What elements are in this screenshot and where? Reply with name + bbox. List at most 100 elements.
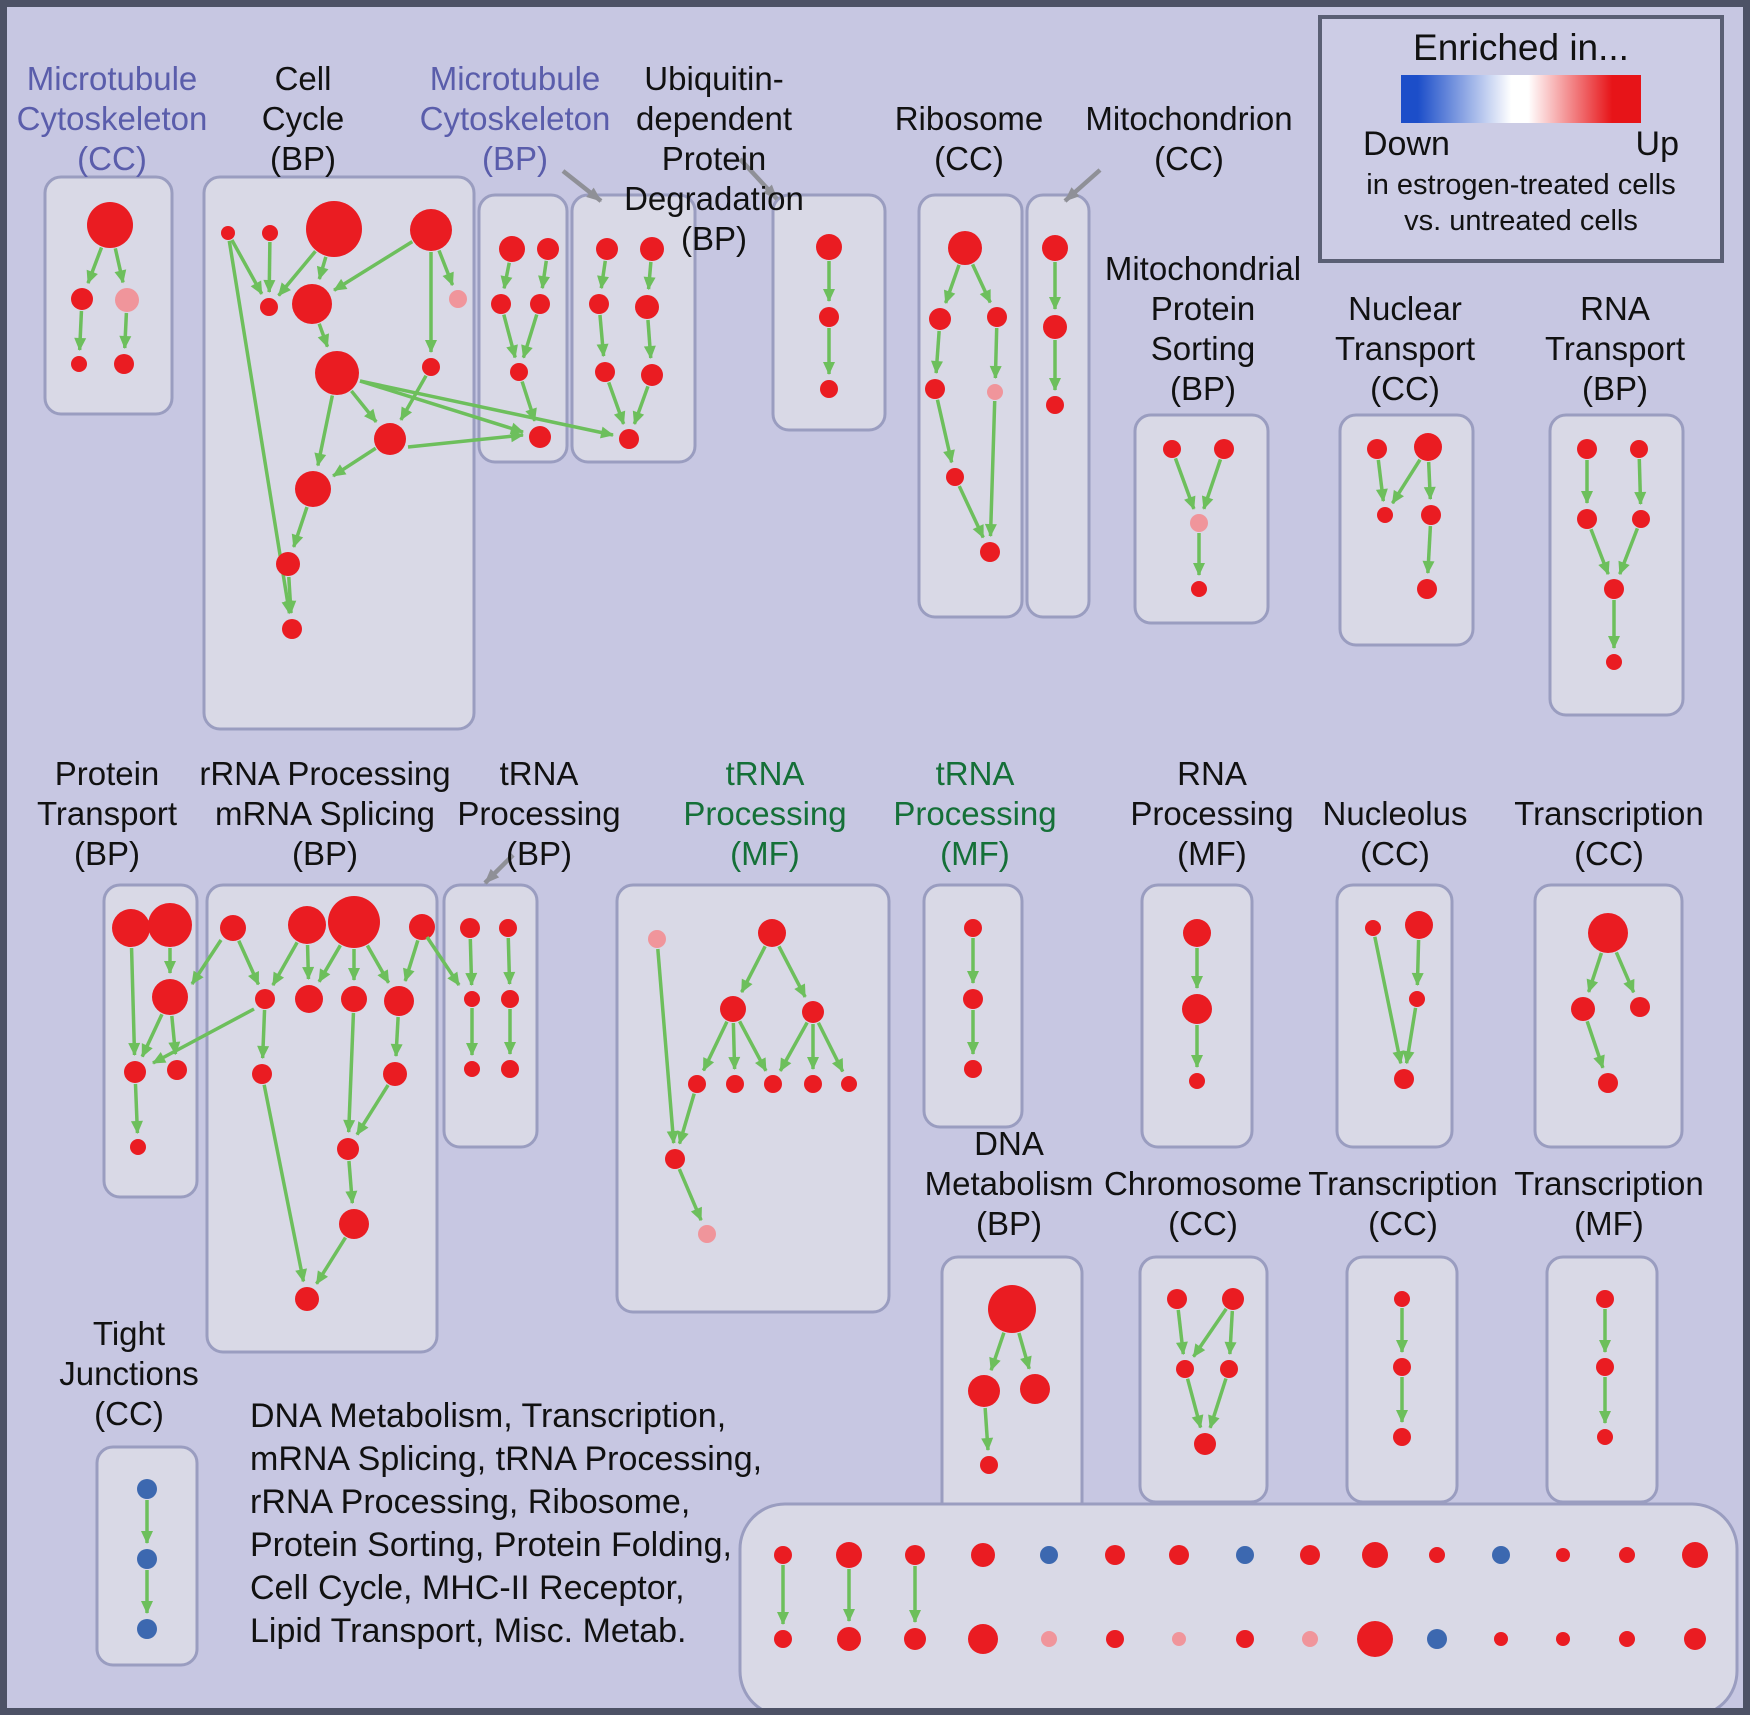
microtubule-cytoskeleton-bp-box-node-4: [510, 363, 528, 381]
nucleolus-cc-box: [1335, 883, 1454, 1149]
edge: [113, 248, 127, 284]
edge: [262, 1084, 308, 1283]
mixed-functions-node-19: [1357, 1621, 1393, 1657]
mixed-functions-node-10: [1105, 1545, 1125, 1565]
rrna-processing-mrna-splicing-bp-node-10: [337, 1138, 359, 1160]
group-nucleolus-cc: [1335, 883, 1454, 1149]
group-microtubule-cytoskeleton-cc: [43, 175, 174, 416]
edge: [316, 256, 329, 281]
rrna-processing-mrna-splicing-bp-node-3: [409, 914, 435, 940]
cell-cycle-bp-node-12: [282, 619, 302, 639]
ribosome-cc-node-0: [948, 231, 982, 265]
ribosome-cc-node-5: [946, 468, 964, 486]
group-trna-processing-mf-2: [922, 883, 1024, 1129]
rrna-processing-mrna-splicing-bp-node-5: [295, 985, 323, 1013]
edge: [130, 1083, 143, 1135]
mixed-functions-node-29: [1684, 1628, 1706, 1650]
edge: [931, 330, 943, 375]
protein-transport-bp-node-4: [167, 1060, 187, 1080]
mixed-functions-node-13: [1172, 1632, 1186, 1646]
category-list-line: DNA Metabolism, Transcription,: [250, 1397, 727, 1435]
label-pointer-arrow: [561, 169, 603, 203]
microtubule-cytoskeleton-bp-box-node-5: [529, 426, 551, 448]
ubiquitin-degradation-bp-2-node-2: [820, 380, 838, 398]
trna-processing-mf-1-node-0: [648, 930, 666, 948]
transcription-mf-node-1: [1596, 1358, 1614, 1376]
edge: [1423, 461, 1436, 501]
edge: [403, 939, 420, 982]
nuclear-transport-cc-node-3: [1421, 505, 1441, 525]
mixed-functions-node-12: [1169, 1545, 1189, 1565]
category-list-line: Protein Sorting, Protein Folding,: [250, 1526, 732, 1564]
mixed-functions-node-15: [1236, 1630, 1254, 1648]
edge: [957, 485, 985, 539]
edge: [1411, 939, 1424, 987]
microtubule-cytoskeleton-bp-box-node-0: [499, 236, 525, 262]
rna-transport-bp-box: [1548, 413, 1685, 717]
edge: [738, 1020, 768, 1072]
chromosome-cc-node-3: [1220, 1360, 1238, 1378]
edge: [291, 506, 309, 548]
tight-junctions-cc-node-2: [137, 1619, 157, 1639]
edge: [302, 944, 315, 981]
category-list-line: rRNA Processing, Ribosome,: [250, 1483, 691, 1521]
edge: [317, 944, 342, 983]
edge: [1402, 1007, 1418, 1065]
mixed-functions-node-1: [774, 1630, 792, 1648]
edge: [778, 1021, 809, 1072]
edge: [1017, 1332, 1032, 1370]
edge: [1201, 458, 1223, 510]
cell-cycle-bp-node-11: [276, 552, 300, 576]
mixed-functions-node-11: [1106, 1630, 1124, 1648]
ubiquitin-degradation-bp-2-node-1: [819, 307, 839, 327]
cross-box-edge: [359, 379, 614, 439]
transcription-cc-2-node-0: [1394, 1291, 1410, 1307]
rrna-processing-mrna-splicing-bp-node-9: [383, 1062, 407, 1086]
mixed-functions-node-16: [1300, 1545, 1320, 1565]
transcription-mf-node-2: [1597, 1429, 1613, 1445]
microtubule-cytoskeleton-bp-box-node-2: [491, 294, 511, 314]
nucleolus-cc-node-0: [1365, 920, 1381, 936]
transcription-cc-1-box: [1533, 883, 1684, 1149]
uncircled-category-list: DNA Metabolism, Transcription, mRNA Spli…: [250, 1395, 762, 1653]
edge: [1208, 1377, 1228, 1429]
trna-processing-mf-1-node-5: [726, 1075, 744, 1093]
edge: [1192, 1307, 1228, 1358]
microtubule-cytoskeleton-bp-box-node-1: [537, 238, 559, 260]
edge: [345, 1160, 358, 1205]
mixed-functions-node-22: [1492, 1546, 1510, 1564]
mitochondrion-cc-node-2: [1046, 396, 1064, 414]
trna-processing-mf-2-node-1: [963, 989, 983, 1009]
label-pointer-arrow: [738, 157, 779, 201]
edge: [989, 327, 1002, 380]
nuclear-transport-cc-node-4: [1417, 579, 1437, 599]
group-chromosome-cc: [1138, 1255, 1269, 1504]
cell-cycle-bp-node-0: [221, 226, 235, 240]
transcription-cc-2-node-1: [1393, 1358, 1411, 1376]
edge: [943, 264, 961, 304]
dna-metabolism-bp-node-0: [988, 1285, 1036, 1333]
cross-box-edge: [425, 936, 461, 986]
mixed-functions-node-8: [1040, 1546, 1058, 1564]
nuclear-transport-cc-node-0: [1367, 439, 1387, 459]
edge: [597, 260, 609, 290]
edge: [643, 319, 656, 360]
group-mitochondrion-cc: [1025, 193, 1091, 619]
ribosome-cc-node-1: [929, 308, 951, 330]
microtubule-cytoskeleton-cc-node-4: [114, 354, 134, 374]
mixed-functions-box: [738, 1502, 1739, 1708]
edge: [230, 239, 264, 295]
mixed-functions-node-27: [1619, 1631, 1635, 1647]
edge: [317, 323, 330, 348]
rna-processing-mf-node-1: [1182, 994, 1212, 1024]
microtubule-cytoskeleton-cc-node-1: [71, 288, 93, 310]
edge: [701, 1020, 729, 1072]
mixed-functions-node-23: [1494, 1632, 1508, 1646]
